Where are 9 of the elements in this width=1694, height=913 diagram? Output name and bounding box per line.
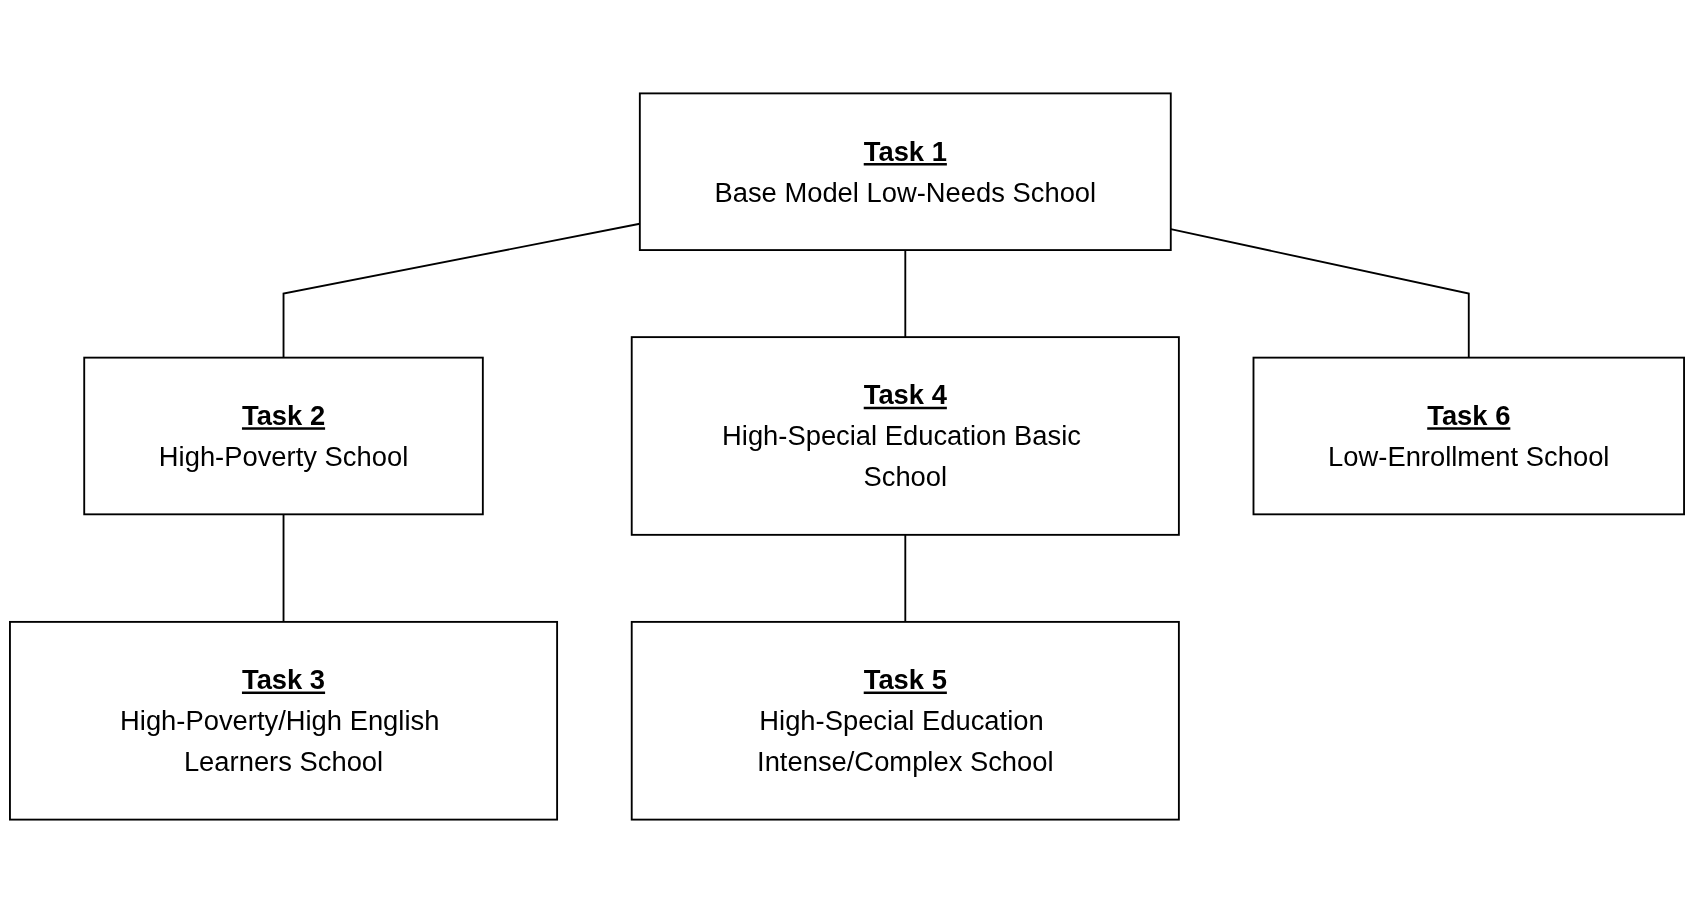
node-box: Task 5 High-Special Education Intense/Complex School: [630, 620, 1180, 821]
node-box: Task 2 High-Poverty School: [83, 356, 484, 516]
connector: [282, 513, 285, 623]
node-box: Task 4 High-Special Education Basic School: [630, 336, 1180, 536]
node-box: Task 1 Base Model Low-Needs School: [638, 92, 1172, 251]
node-box: Task 6 Low-Enrollment School: [1252, 356, 1685, 516]
connector: [904, 249, 907, 339]
node-box: Task 3 High-Poverty/High English Learners School: [9, 620, 559, 821]
connector: [904, 533, 907, 623]
